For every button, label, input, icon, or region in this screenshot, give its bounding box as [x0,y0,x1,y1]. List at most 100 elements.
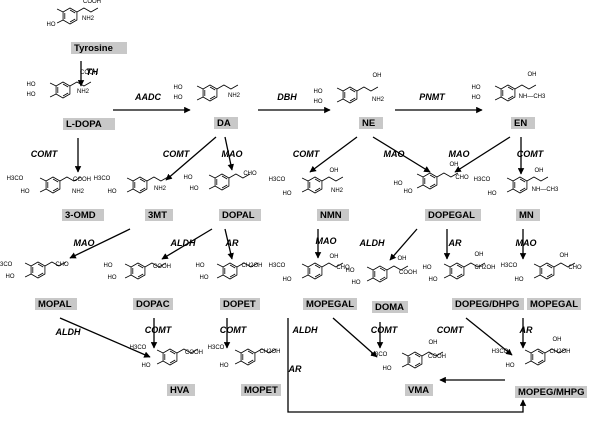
compound-label-dopeg: DOPEG/DHPG [455,299,519,310]
group-label: HO [27,92,36,98]
label-highlight [372,301,408,313]
group-label: HO [515,277,524,283]
group-label: H3CO [501,263,518,269]
compound-label-dopac: DOPAC [136,299,170,310]
group-label: OH [475,252,484,258]
label-highlight [219,209,261,221]
compound-label-omd3: 3-OMD [65,210,96,221]
group-label: NH2 [372,97,385,103]
group-label: HO [429,277,438,283]
group-label: H3CO [474,177,491,183]
group-label: CHO [568,265,582,271]
compound-label-da: DA [217,118,231,129]
arrow-mopal-to-hva [59,317,151,358]
group-label: COOH [428,354,446,360]
compound-label-en: EN [514,118,527,129]
group-label: HO [394,181,403,187]
group-label: COOH [80,70,98,76]
compound-label-vma: VMA [408,385,429,396]
enzyme-pnmt: PNMT [419,92,446,102]
enzyme-comt-ldopa: COMT [31,149,59,159]
compound-mopal: H3COHOCHOMOPAL [0,261,77,310]
enzyme-aadc: AADC [134,92,161,102]
compound-label-mt3: 3MT [148,210,167,221]
enzyme-th: TH [86,67,98,77]
group-label: OH [450,162,459,168]
label-highlight [71,42,127,54]
group-label: HO [314,89,323,95]
group-label: CH2OH [474,265,495,271]
compound-label-mopet: MOPET [244,385,278,396]
compound-label-mopegal1: MOPEGAL [306,299,354,310]
group-label: OH [373,73,382,79]
label-highlight [452,298,524,310]
group-label: H3CO [94,176,111,182]
group-label: OH [528,72,537,78]
compound-mopegal1: OH H3CO HO CHO MOPEGAL [269,254,357,310]
group-label: NH2 [331,188,344,194]
group-label: HO [184,175,193,181]
group-label: OH [398,256,407,262]
group-label: COOH [153,264,171,270]
group-label: OH [429,340,438,346]
arrow-ne-to-nmn [309,136,358,173]
group-label: OH [330,254,339,260]
label-highlight [516,209,540,221]
group-label: HO [108,189,117,195]
group-label: HO [174,85,183,91]
arrow-ne-to-dopegal [372,136,431,173]
enzyme-mao-3mt: MAO [74,238,95,248]
group-label: H3CO [269,177,286,183]
group-label: H3CO [0,262,13,268]
group-label: COOH [399,270,417,276]
group-label: H3CO [269,263,286,269]
enzyme-aldh-dopal: ALDH [170,238,196,248]
enzyme-ar-dopegal: AR [448,238,462,248]
group-label: H3CO [208,345,225,351]
group-label: HO [27,82,36,88]
group-label: HO [21,189,30,195]
group-label: HO [104,263,113,269]
compound-label-dopegal: DOPEGAL [428,210,475,221]
enzyme-comt-dopeg: COMT [437,325,465,335]
label-highlight [35,298,77,310]
compound-label-mopegal2: MOPEGAL [530,299,578,310]
arrow-da-to-dopal [224,136,234,171]
group-label: OH [535,168,544,174]
enzyme-comt-ne: COMT [293,149,321,159]
arrow-dopal-to-dopet [224,228,234,260]
group-label: COOH [185,350,203,356]
group-label: HO [423,265,432,271]
group-label: CH2OH [241,263,262,269]
compound-label-nmn: NMN [320,210,342,221]
edges-layer [59,61,527,413]
enzyme-mao-mn: MAO [516,238,537,248]
group-label: CHO [336,265,350,271]
compound-label-mopal: MOPAL [38,299,72,310]
label-highlight [220,298,260,310]
group-label: HO [47,22,56,28]
arrow-mt3-to-mopal [69,228,131,259]
group-label: NH2 [72,189,85,195]
compound-label-tyrosine: Tyrosine [74,43,113,54]
group-label: HO [283,277,292,283]
group-label: NH2 [82,16,95,22]
group-label: NH2 [228,93,241,99]
enzyme-comt-dopet: COMT [220,325,248,335]
label-highlight [527,298,581,310]
group-label: HO [6,274,15,280]
enzyme-comt-da: COMT [163,149,191,159]
group-label: HO [196,263,205,269]
